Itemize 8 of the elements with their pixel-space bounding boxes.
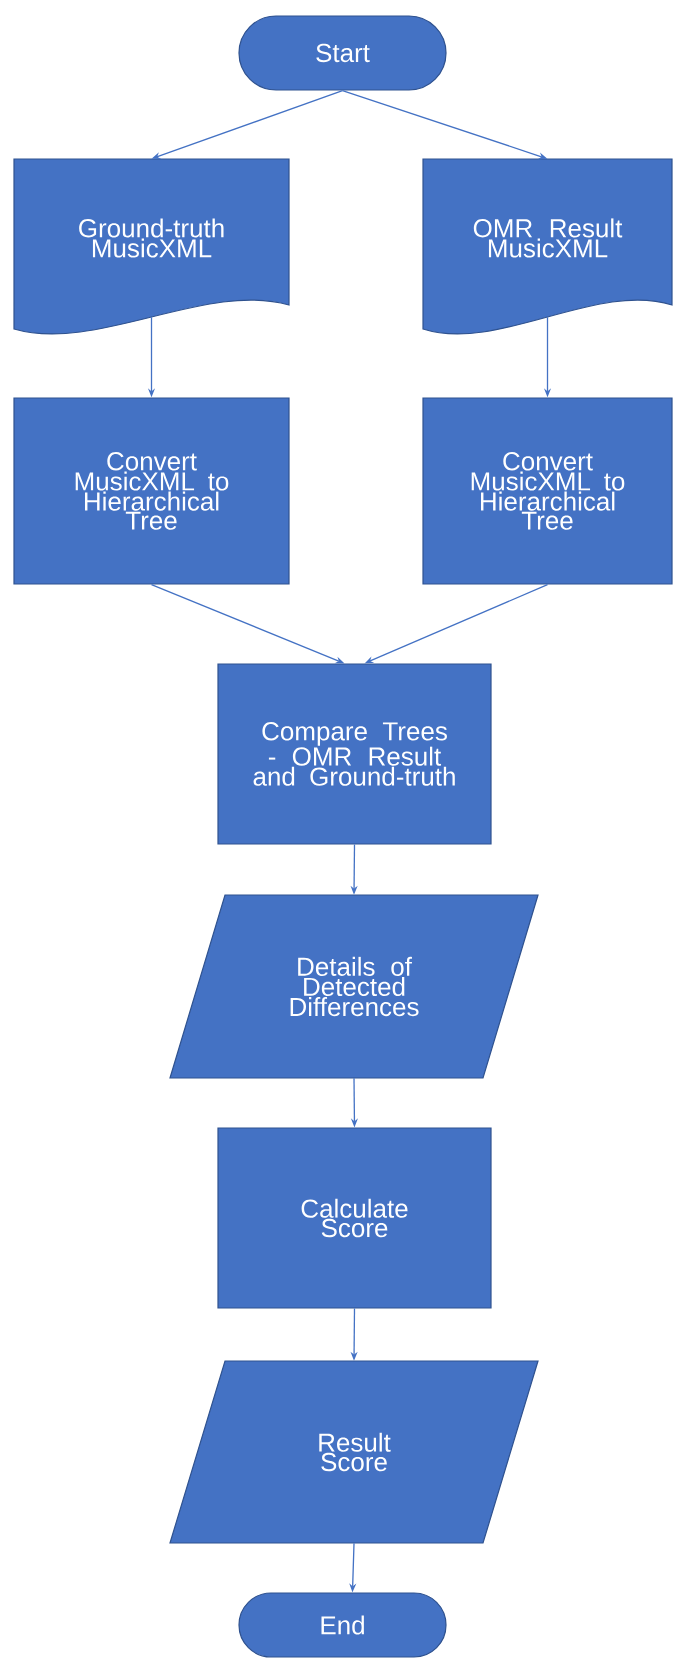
process-box: Calculate Score [217,1127,492,1309]
terminal-box: Start [238,15,447,91]
process-box: Convert MusicXML to Hierarchical Tree [422,397,673,585]
terminal-box: End [238,1592,447,1658]
process-box: Compare Trees - OMR Result and Ground-truth [217,663,492,845]
process-box: Convert MusicXML to Hierarchical Tree [13,397,290,585]
data-parallelogram: Details of Detected Differences [169,894,539,1079]
data-parallelogram: Result Score [169,1360,539,1544]
